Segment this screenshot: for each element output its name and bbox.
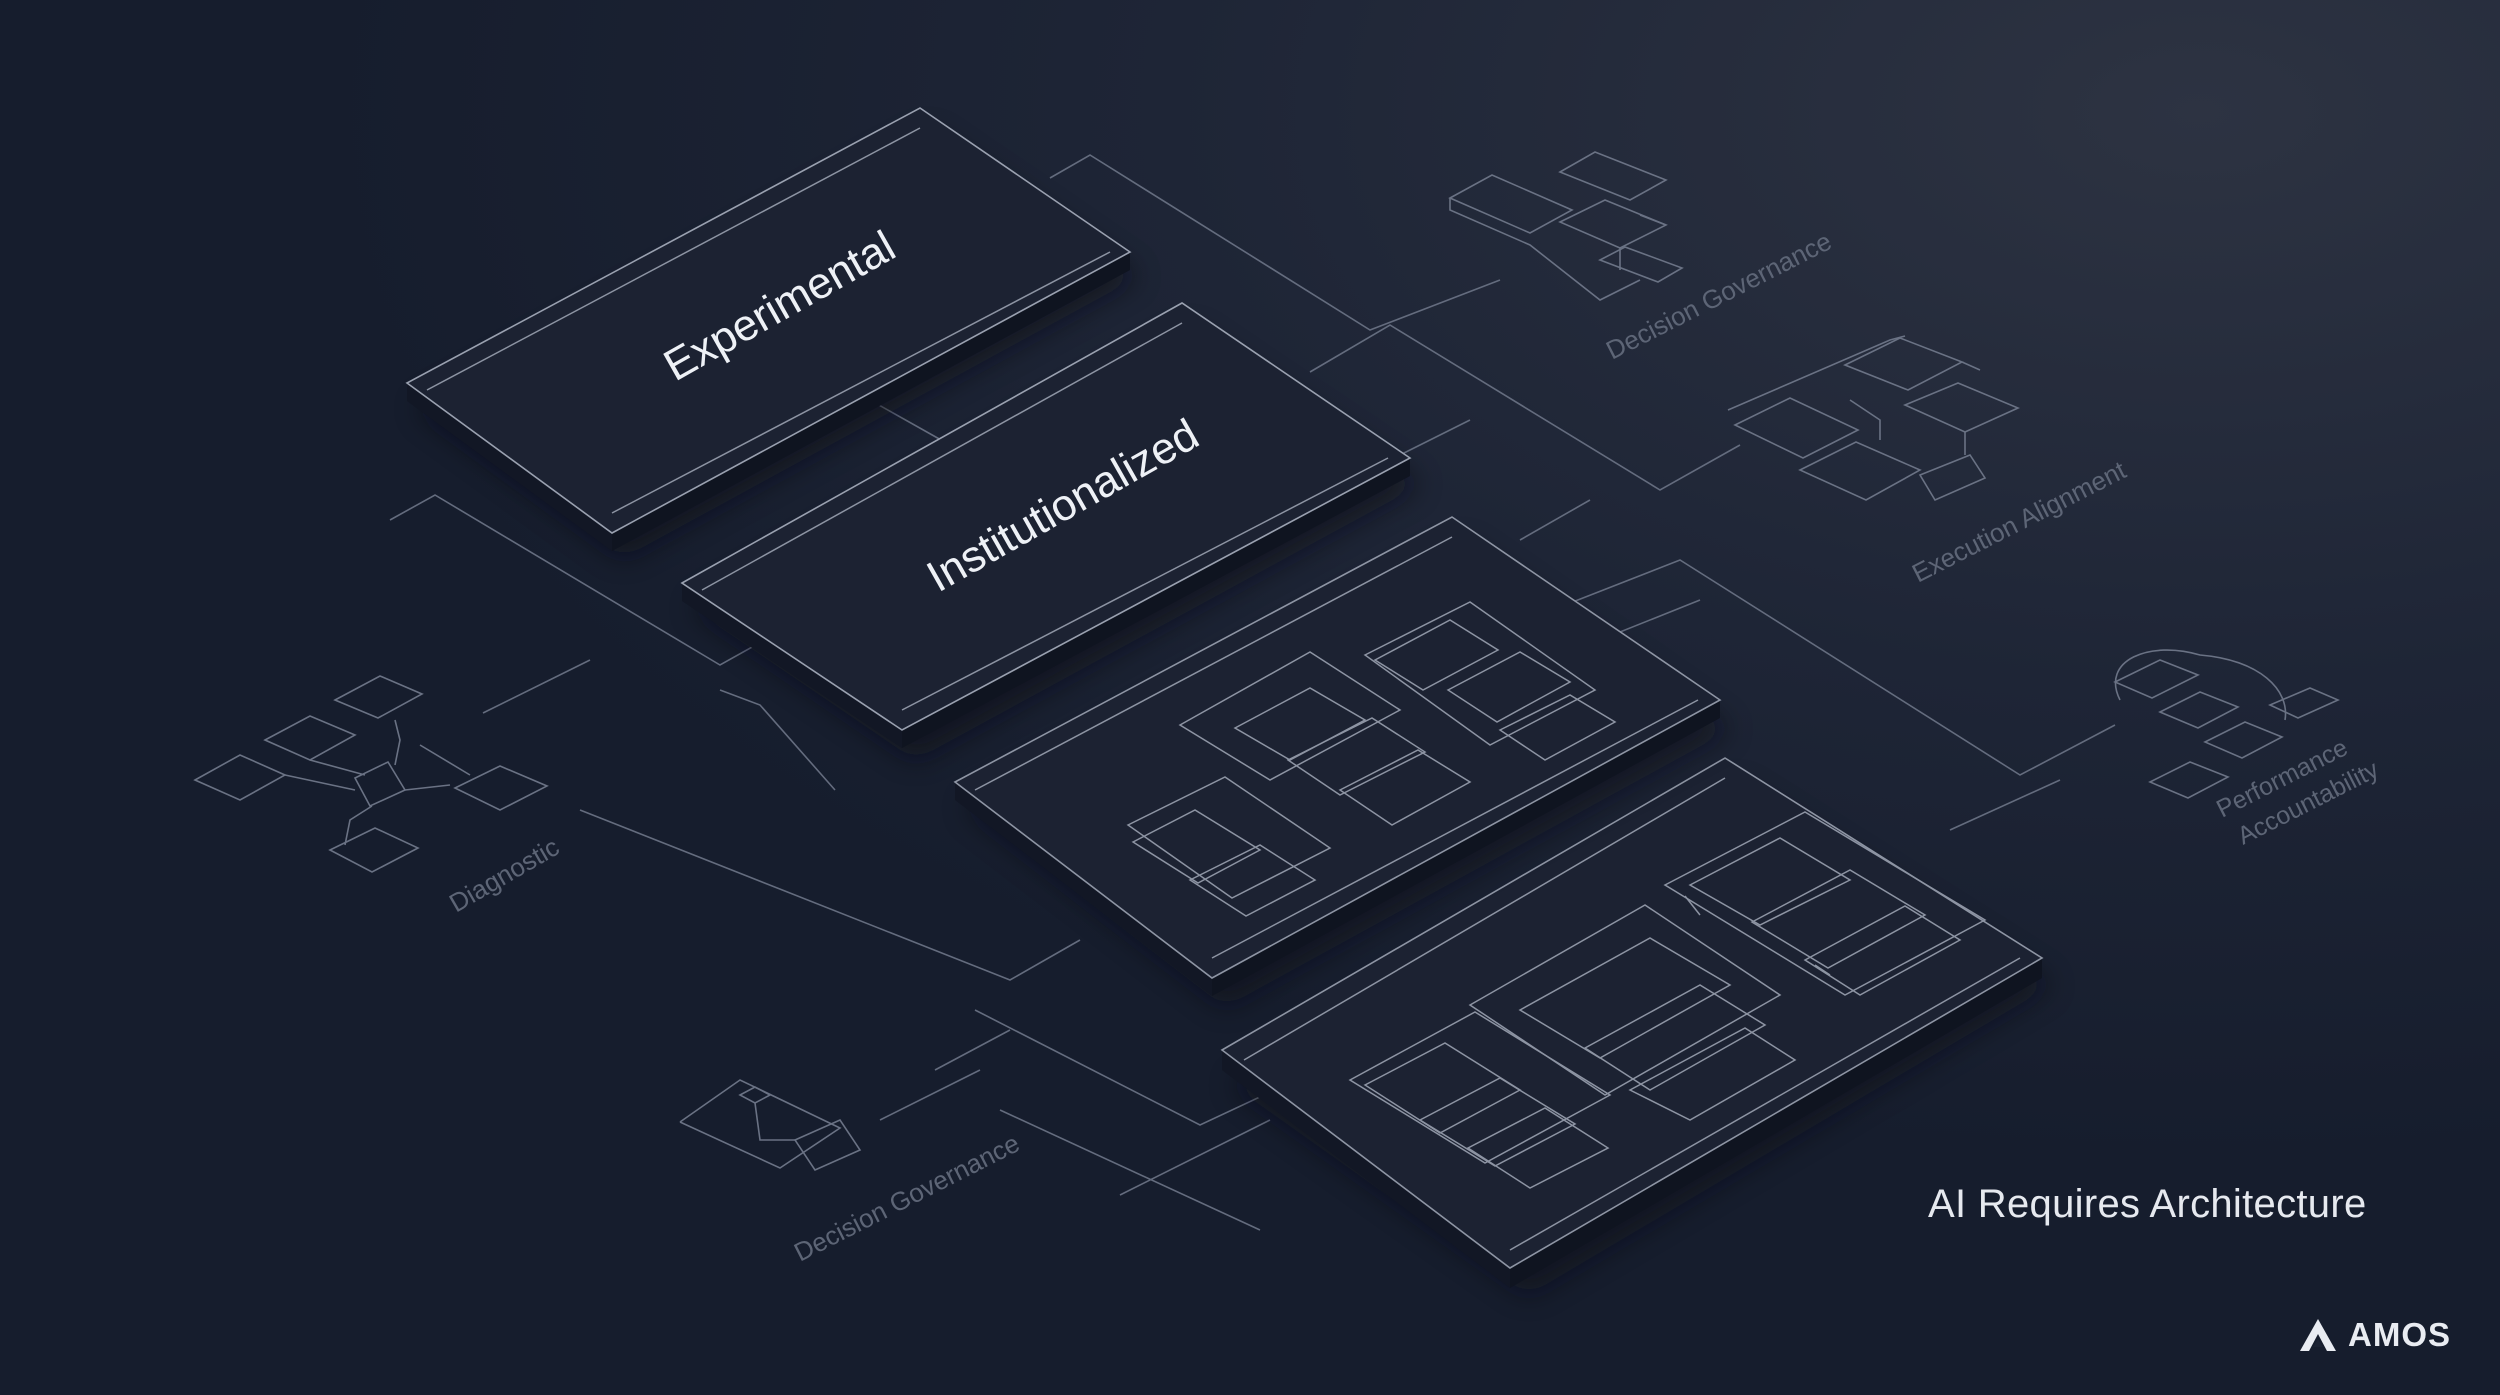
board-4 (1220, 757, 2052, 1295)
brand-name: AMOS (2348, 1316, 2451, 1353)
module-decision-governance-top (1448, 151, 1684, 301)
module-diagnostic (193, 675, 549, 873)
module-execution-alignment (1727, 335, 2021, 502)
module-decision-governance-bottom (679, 1079, 862, 1172)
board-3 (953, 516, 1730, 1007)
amos-logo-icon (2300, 1319, 2336, 1351)
brand: AMOS (2298, 1316, 2451, 1354)
board-experimental: Experimental (405, 107, 1138, 558)
caption: AI Requires Architecture (1928, 1182, 2367, 1226)
board-institutionalized: Institutionalized (680, 302, 1420, 760)
module-performance-accountability (2113, 649, 2340, 799)
